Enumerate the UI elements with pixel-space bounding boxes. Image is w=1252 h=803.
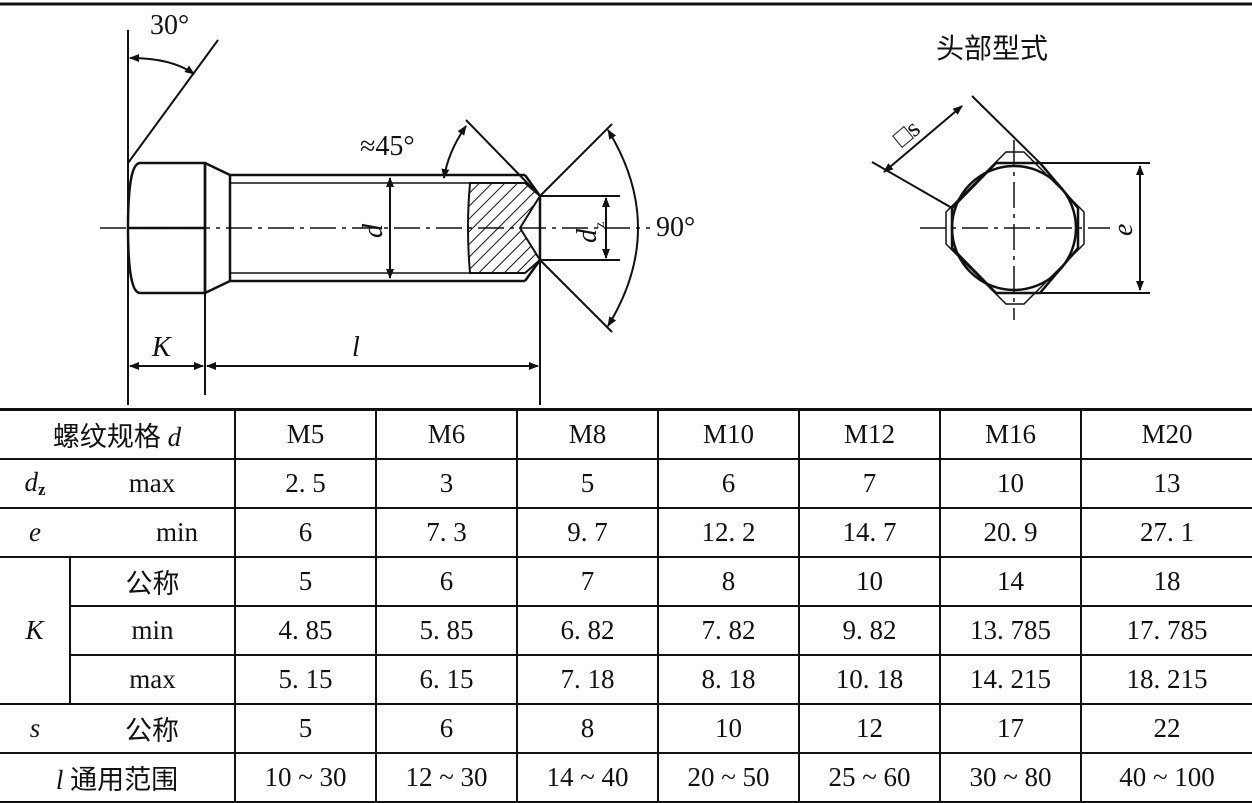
value-cell: 13. 785: [939, 605, 1082, 656]
dz-dimension: [540, 195, 620, 261]
value-cell: 10: [657, 703, 800, 754]
value-cell: 9. 7: [516, 507, 659, 558]
value-cell: 20. 9: [939, 507, 1082, 558]
size-cell: M6: [375, 408, 518, 460]
value-cell: 7: [516, 556, 659, 607]
value-cell: 12 ~ 30: [375, 752, 518, 803]
size-cell: M10: [657, 408, 800, 460]
angle-30-annotation: [127, 30, 219, 405]
table-row: dz max 2. 5 3 5 6 7 10 13: [0, 458, 1252, 509]
value-cell: 18: [1080, 556, 1252, 607]
table-row: K 公称 5 6 7 8 10 14 18: [0, 556, 1252, 705]
table-row: max 5. 15 6. 15 7. 18 8. 18 10. 18 14. 2…: [0, 654, 1252, 705]
bolt-side-view: [126, 161, 542, 295]
s-dimension: [871, 95, 1041, 209]
value-cell: 13: [1080, 458, 1252, 509]
value-cell: 5. 85: [375, 605, 518, 656]
s-symbol-cell: s: [0, 703, 70, 754]
value-cell: 4. 85: [234, 605, 377, 656]
s-qualifier-cell: 公称: [70, 703, 236, 754]
length-dimensions: [129, 260, 541, 405]
value-cell: 10 ~ 30: [234, 752, 377, 803]
angle-90-label: 90°: [656, 212, 695, 243]
value-cell: 12: [798, 703, 941, 754]
value-cell: 2. 5: [234, 458, 377, 509]
value-cell: 3: [375, 458, 518, 509]
K-min-qualifier-cell: min: [70, 605, 236, 656]
angle-45-label: ≈45°: [360, 131, 415, 162]
value-cell: 6: [234, 507, 377, 558]
value-cell: 10: [798, 556, 941, 607]
value-cell: 17. 785: [1080, 605, 1252, 656]
value-cell: 25 ~ 60: [798, 752, 941, 803]
value-cell: 8: [516, 703, 659, 754]
value-cell: 7: [798, 458, 941, 509]
l-label: l: [352, 332, 360, 363]
value-cell: 12. 2: [657, 507, 800, 558]
e-dimension: [1040, 162, 1150, 294]
value-cell: 6. 15: [375, 654, 518, 705]
size-cell: M5: [234, 408, 377, 460]
value-cell: 22: [1080, 703, 1252, 754]
table-row: e min 6 7. 3 9. 7 12. 2 14. 7 20. 9 27. …: [0, 507, 1252, 558]
value-cell: 40 ~ 100: [1080, 752, 1252, 803]
dz-qualifier-cell: max: [70, 458, 236, 509]
value-cell: 9. 82: [798, 605, 941, 656]
value-cell: 18. 215: [1080, 654, 1252, 705]
e-symbol-cell: e: [0, 507, 70, 558]
K-nominal-qualifier-cell: 公称: [69, 556, 236, 607]
angle-30-label: 30°: [150, 10, 189, 41]
value-cell: 5: [234, 703, 377, 754]
dz-label-sub: z: [593, 222, 608, 228]
bolt-drawing: 30° ≈45° 90° d d z K l 头部型式: [0, 2, 1252, 405]
value-cell: 6. 82: [516, 605, 659, 656]
value-cell: 5: [234, 556, 377, 607]
size-cell: M8: [516, 408, 659, 460]
size-cell: M20: [1080, 408, 1252, 460]
e-qualifier-cell: min: [70, 507, 236, 558]
value-cell: 8: [657, 556, 800, 607]
angle-90-annotation: [539, 123, 639, 333]
value-cell: 14 ~ 40: [516, 752, 659, 803]
d-label: d: [358, 223, 389, 238]
value-cell: 8. 18: [657, 654, 800, 705]
value-cell: 10. 18: [798, 654, 941, 705]
dz-symbol-cell: dz: [0, 458, 70, 509]
table-row: s 公称 5 6 8 10 12 17 22: [0, 703, 1252, 754]
value-cell: 7. 18: [516, 654, 659, 705]
value-cell: 5: [516, 458, 659, 509]
K-label: K: [151, 332, 172, 363]
value-cell: 14. 215: [939, 654, 1082, 705]
K-max-qualifier-cell: max: [70, 654, 236, 705]
s-label: □s: [887, 114, 925, 153]
table-row: 螺纹规格 d M5 M6 M8 M10 M12 M16 M20: [0, 408, 1252, 460]
size-cell: M16: [939, 408, 1082, 460]
spec-table: 螺纹规格 d M5 M6 M8 M10 M12 M16 M20 dz max 2…: [0, 408, 1252, 803]
value-cell: 17: [939, 703, 1082, 754]
angle-45-annotation: [441, 119, 541, 197]
dz-label: d: [572, 228, 603, 243]
value-cell: 6: [375, 556, 518, 607]
value-cell: 5. 15: [234, 654, 377, 705]
table-row: l 通用范围 10 ~ 30 12 ~ 30 14 ~ 40 20 ~ 50 2…: [0, 752, 1252, 803]
size-cell: M12: [798, 408, 941, 460]
value-cell: 6: [657, 458, 800, 509]
value-cell: 10: [939, 458, 1082, 509]
e-label: e: [1108, 224, 1139, 236]
value-cell: 7. 3: [375, 507, 518, 558]
l-label-cell: l 通用范围: [0, 752, 236, 803]
value-cell: 7. 82: [657, 605, 800, 656]
value-cell: 30 ~ 80: [939, 752, 1082, 803]
table-row: min 4. 85 5. 85 6. 82 7. 82 9. 82 13. 78…: [0, 605, 1252, 656]
value-cell: 27. 1: [1080, 507, 1252, 558]
header-label-cell: 螺纹规格 d: [0, 408, 236, 460]
head-type-title: 头部型式: [936, 32, 1048, 65]
K-symbol-cell: K: [0, 556, 71, 705]
value-cell: 20 ~ 50: [657, 752, 800, 803]
value-cell: 14. 7: [798, 507, 941, 558]
value-cell: 14: [939, 556, 1082, 607]
value-cell: 6: [375, 703, 518, 754]
